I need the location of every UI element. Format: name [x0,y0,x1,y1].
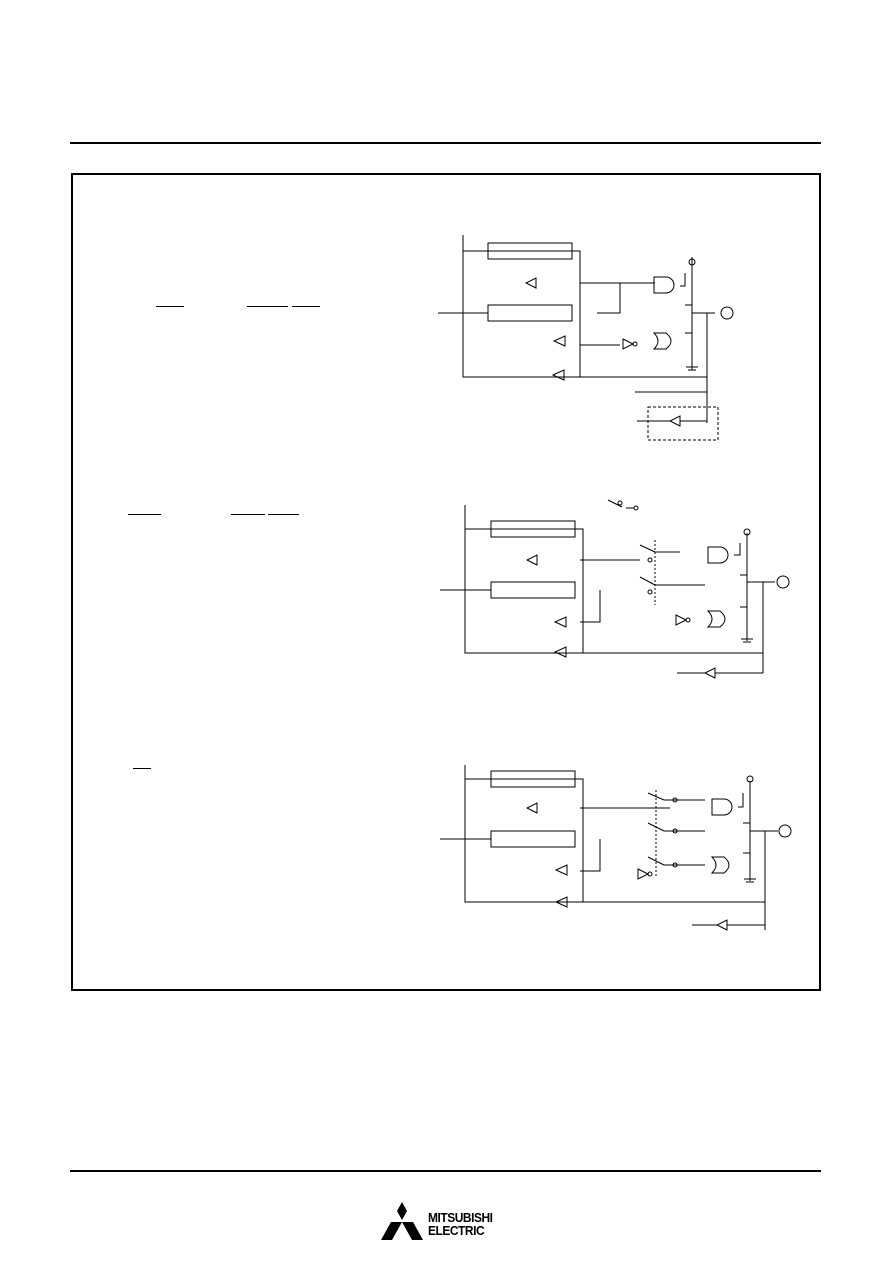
switch-contact-icon [672,828,678,834]
latch-block [490,581,576,599]
overbar-mark [268,514,299,515]
overbar-mark [247,306,288,307]
vcc-terminal-icon [743,528,751,536]
pin-terminal-icon [778,824,792,838]
input-line [440,505,491,591]
switch-contact-icon [633,505,639,511]
buffer-icon [554,864,568,876]
ground-icon [686,366,698,371]
inverter-icon [675,614,688,626]
overbar-mark [156,306,184,307]
schmitt-buffer-icon [703,667,716,679]
nor-gate-icon [652,332,672,350]
port-circuit-diagram-1 [438,235,734,441]
schmitt-buffer-icon [715,919,728,931]
mitsubishi-electric-logo: MITSUBISHI ELECTRIC [380,1200,520,1244]
inverter-bubble [685,617,691,623]
input-line [440,765,491,840]
nor-gate-icon [710,856,730,874]
signal-lines [580,559,640,623]
schmitt-buffer-icon [668,415,681,427]
overbar-mark [231,514,265,515]
pin-terminal-icon [720,306,734,320]
nand-gate-icon [653,276,675,294]
overbar-mark [292,306,320,307]
feedback-lines [583,831,766,930]
switch-contact-icon [672,797,678,803]
overbar-mark [133,768,151,769]
nor-gate-icon [706,610,726,628]
transistor-lines [734,533,748,641]
inverter-icon [622,338,635,350]
bus-lines [462,250,581,378]
brand-line-1: MITSUBISHI [428,1210,493,1225]
footer-rule [70,1170,821,1172]
overbar-mark [128,514,161,515]
latch-block [490,830,576,848]
buffer-icon [552,335,566,347]
input-line [438,235,488,314]
latch-block [487,304,573,322]
feedback-lines [580,313,708,423]
feedback-lines [583,582,764,673]
inverter-icon [637,868,650,880]
signal-lines [580,282,655,346]
nand-gate-icon [707,546,729,564]
buffer-icon [554,896,568,908]
selector-switches [639,544,705,586]
signal-lines [580,807,670,872]
buffer-icon [551,369,565,381]
transistor-lines [680,262,693,370]
brand-line-2: ELECTRIC [428,1223,485,1238]
port-circuit-diagram-3 [440,765,792,931]
buffer-icon [525,802,538,814]
switch-contact-icon [617,500,623,506]
bus-lines [464,528,584,654]
bus-lines [464,778,584,903]
inverter-bubble [647,871,653,877]
switch-contact-icon [672,862,678,868]
switch-contact-icon [647,589,653,595]
figure-frame [71,173,821,991]
header-rule [70,142,821,144]
buffer-icon [525,554,538,566]
vcc-terminal-icon [746,775,754,783]
inverter-bubble [632,341,638,347]
port-circuit-diagram-2 [440,495,790,679]
transistor-lines [738,781,751,881]
three-diamonds-icon [381,1202,423,1240]
buffer-icon [524,277,537,289]
switch-icon [608,500,634,515]
pin-terminal-icon [776,575,790,589]
switch-contact-icon [647,557,653,563]
buffer-icon [553,646,567,658]
ground-icon [744,878,756,883]
dashed-optional-block [647,406,719,441]
ground-icon [741,638,753,643]
nand-gate-icon [711,798,733,816]
vcc-terminal-icon [688,258,696,266]
buffer-icon [553,616,567,628]
